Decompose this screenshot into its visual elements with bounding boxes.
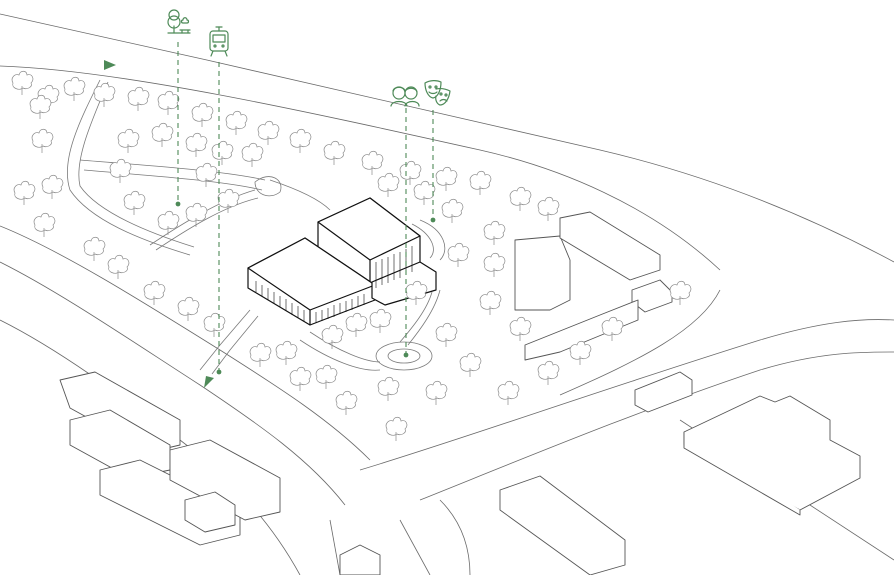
tree: [483, 220, 506, 245]
entrance-arrow-south: [204, 376, 214, 388]
tree: [123, 190, 146, 215]
tree: [241, 142, 264, 167]
tree: [537, 360, 560, 385]
tree: [13, 180, 36, 205]
tree: [275, 340, 298, 365]
tree: [447, 242, 470, 267]
tree: [537, 196, 560, 221]
tree: [425, 380, 448, 405]
tree: [469, 170, 492, 195]
tree: [335, 390, 358, 415]
tree: [315, 364, 338, 389]
tree: [509, 316, 532, 341]
tree: [41, 174, 64, 199]
tree: [83, 236, 106, 261]
tree: [413, 180, 436, 205]
tree: [151, 122, 174, 147]
tree: [249, 342, 272, 367]
tree: [405, 280, 428, 305]
tree: [289, 128, 312, 153]
tree: [93, 82, 116, 107]
tree: [509, 186, 532, 211]
tree: [191, 102, 214, 127]
park-icon: [167, 9, 191, 34]
tree: [107, 254, 130, 279]
tree: [289, 366, 312, 391]
tree: [435, 322, 458, 347]
tree: [117, 128, 140, 153]
connector-lines: [175, 42, 436, 375]
tree: [211, 140, 234, 165]
trees: [11, 70, 692, 441]
tree: [459, 352, 482, 377]
surrounding-buildings: [59, 211, 861, 575]
entrance-arrow-north: [104, 60, 116, 70]
tree: [369, 308, 392, 333]
tree: [33, 212, 56, 237]
tree: [225, 110, 248, 135]
tree: [29, 94, 52, 119]
tree: [177, 296, 200, 321]
tree: [669, 280, 692, 305]
tree: [345, 312, 368, 337]
tree: [217, 188, 240, 213]
tree: [385, 416, 408, 441]
tree: [361, 150, 384, 175]
main-building: [247, 197, 437, 326]
tree: [157, 90, 180, 115]
tree: [143, 280, 166, 305]
tree: [483, 252, 506, 277]
tree: [185, 132, 208, 157]
tree: [321, 324, 344, 349]
tree: [497, 380, 520, 405]
tree: [441, 198, 464, 223]
tree: [569, 340, 592, 365]
theatre-masks-icon: [424, 80, 451, 106]
tree: [435, 166, 458, 191]
tree: [31, 128, 54, 153]
tree: [479, 290, 502, 315]
community-icon: [390, 86, 420, 107]
tree: [127, 86, 150, 111]
tree: [399, 160, 422, 185]
tree: [195, 162, 218, 187]
tree: [157, 210, 180, 235]
tram-icon: [209, 26, 229, 57]
tree: [257, 120, 280, 145]
tree: [203, 312, 226, 337]
tree: [377, 172, 400, 197]
tree: [63, 76, 86, 101]
tree: [185, 202, 208, 227]
tree: [377, 376, 400, 401]
tree: [601, 316, 624, 341]
tree: [323, 140, 346, 165]
tree: [109, 158, 132, 183]
tree: [11, 70, 34, 95]
